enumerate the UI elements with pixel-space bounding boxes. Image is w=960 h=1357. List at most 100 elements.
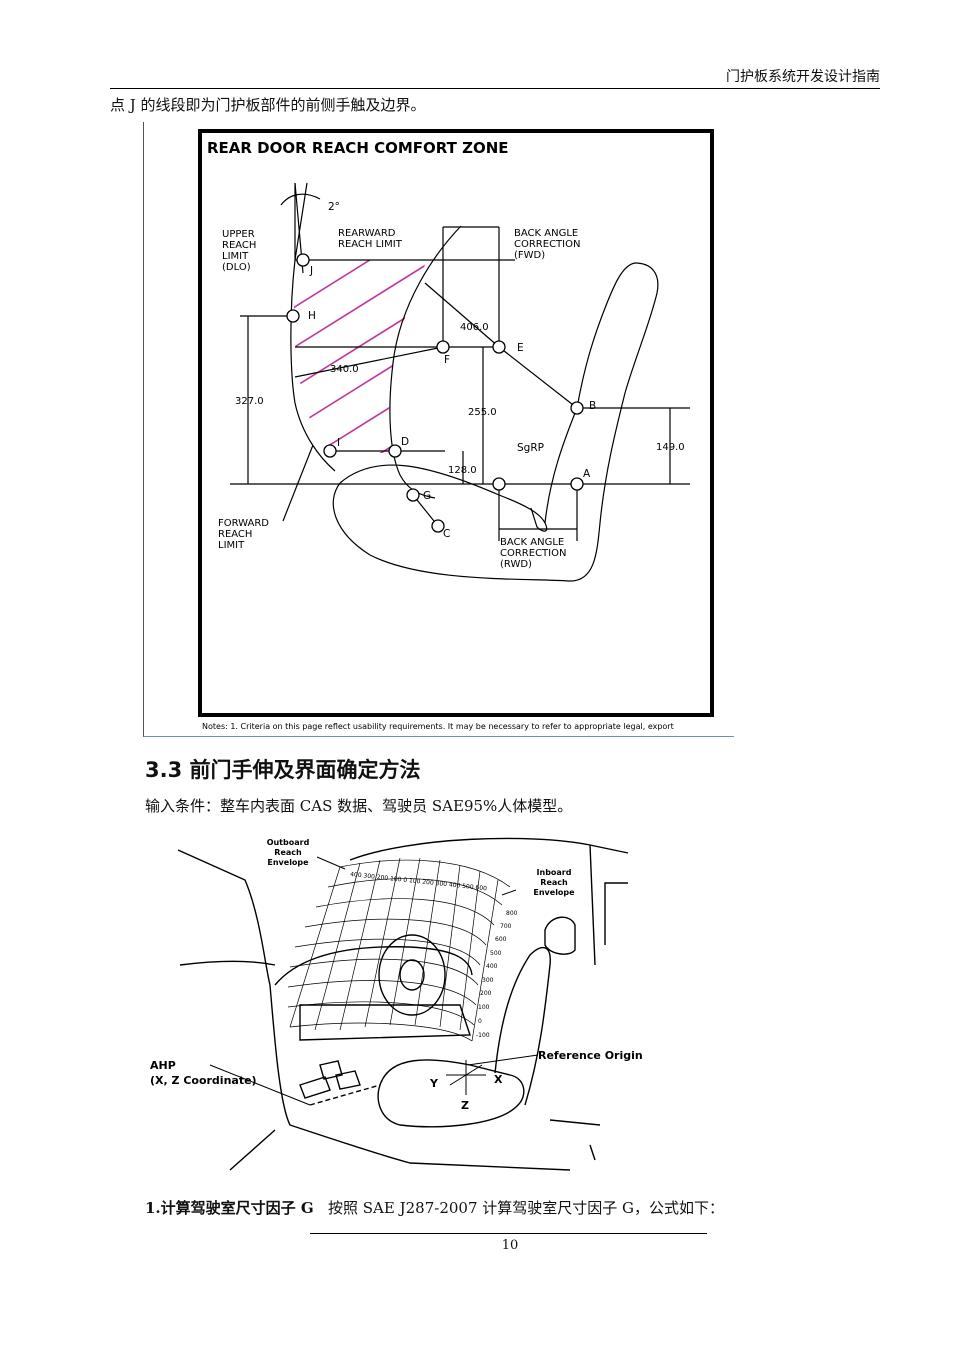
- step1-paragraph: 1.计算驾驶室尺寸因子 G 按照 SAE J287-2007 计算驾驶室尺寸因子…: [145, 1197, 724, 1218]
- svg-text:CORRECTION: CORRECTION: [500, 548, 566, 559]
- e-b-line: [498, 346, 578, 409]
- svg-text:BACK ANGLE: BACK ANGLE: [514, 228, 578, 239]
- svg-text:REACH: REACH: [222, 240, 256, 251]
- steering-wheel: [378, 934, 446, 1016]
- header-rule: [110, 88, 880, 89]
- point-h: [286, 309, 300, 323]
- rearward-reach-label: REARWARD REACH LIMIT: [338, 228, 403, 250]
- svg-text:400: 400: [486, 963, 498, 970]
- svg-text:Outboard: Outboard: [267, 838, 310, 847]
- label-h: H: [308, 310, 316, 322]
- label-f: F: [444, 354, 450, 366]
- svg-text:LIMIT: LIMIT: [218, 540, 245, 551]
- ahp-label: AHP (X, Z Coordinate): [150, 1059, 257, 1087]
- point-d: [388, 444, 402, 458]
- svg-text:Reach: Reach: [540, 878, 568, 887]
- svg-text:200: 200: [480, 990, 492, 997]
- upper-reach-label: UPPER REACH LIMIT (DLO): [222, 229, 256, 273]
- rear-window: [604, 882, 628, 945]
- step1-label: 1.计算驾驶室尺寸因子 G: [145, 1199, 314, 1217]
- dlo-angle-line: [294, 182, 308, 261]
- label-j: J: [309, 265, 313, 277]
- forward-reach-label: FORWARD REACH LIMIT: [218, 518, 269, 551]
- point-c: [431, 519, 445, 533]
- figure1-frame: [143, 122, 734, 737]
- point-b: [570, 401, 584, 415]
- svg-text:CORRECTION: CORRECTION: [514, 239, 580, 250]
- dim-340-line: [294, 346, 444, 378]
- label-c: C: [443, 528, 450, 540]
- input-conditions: 输入条件：整车内表面 CAS 数据、驾驶员 SAE95%人体模型。: [145, 797, 573, 815]
- figure1-title: REAR DOOR REACH COMFORT ZONE: [207, 139, 509, 157]
- svg-text:LIMIT: LIMIT: [222, 251, 249, 262]
- label-b: B: [589, 400, 596, 412]
- svg-text:500: 500: [490, 950, 502, 957]
- svg-text:(DLO): (DLO): [222, 262, 251, 273]
- svg-text:(FWD): (FWD): [514, 250, 545, 261]
- steering-hub: [399, 959, 425, 991]
- label-g: G: [423, 490, 431, 502]
- vertical-scale: 800 700 600 500 400 300 200 100 0 -100: [476, 910, 518, 1039]
- inboard-leader: [501, 889, 517, 896]
- svg-text:0: 0: [478, 1018, 482, 1025]
- label-d: D: [401, 436, 409, 448]
- svg-text:600: 600: [495, 936, 507, 943]
- point-sgrp: [492, 477, 506, 491]
- point-g: [406, 488, 420, 502]
- dim-340: 340.0: [330, 364, 359, 375]
- svg-text:Envelope: Envelope: [533, 888, 575, 897]
- seat-back: [494, 946, 551, 1106]
- svg-text:Envelope: Envelope: [267, 858, 309, 867]
- svg-text:800: 800: [506, 910, 518, 917]
- back-angle-rwd-label: BACK ANGLE CORRECTION (RWD): [500, 537, 566, 570]
- y-axis: [449, 1064, 483, 1086]
- svg-text:Inboard: Inboard: [537, 868, 572, 877]
- dim-149: 149.0: [656, 442, 685, 453]
- axis-x-label: X: [494, 1073, 503, 1086]
- inboard-label: Inboard Reach Envelope: [533, 868, 575, 897]
- seat-cushion: [377, 1059, 525, 1128]
- label-sgrp: SgRP: [517, 442, 544, 454]
- seat-base: [549, 1119, 601, 1161]
- seat-outline: [332, 262, 659, 582]
- axis-y-label: Y: [429, 1077, 439, 1090]
- point-i: [323, 444, 337, 458]
- instrument-panel: [299, 1004, 471, 1041]
- point-j: [296, 253, 310, 267]
- svg-text:UPPER: UPPER: [222, 229, 255, 240]
- rearward-reach-curve: [389, 225, 462, 499]
- svg-text:Reach: Reach: [274, 848, 302, 857]
- ahp-leader: [209, 1064, 311, 1106]
- svg-text:(X, Z Coordinate): (X, Z Coordinate): [150, 1074, 257, 1087]
- forward-reach-curve: [290, 183, 336, 472]
- roof-line: [349, 837, 629, 861]
- arc-scale: 400 300 200 100 0 100 200 300 400 500 60…: [350, 871, 488, 892]
- figure1-reach-comfort-zone: REAR DOOR REACH COMFORT ZONE: [198, 129, 714, 731]
- a-pillar-left: [177, 849, 271, 986]
- outboard-label: Outboard Reach Envelope: [267, 838, 310, 867]
- reference-origin-label: Reference Origin: [538, 1049, 643, 1062]
- dim-255: 255.0: [468, 407, 497, 418]
- svg-text:FORWARD: FORWARD: [218, 518, 269, 529]
- intro-text: 点 J 的线段即为门护板部件的前侧手触及边界。: [110, 96, 426, 114]
- ahp-line: [309, 1084, 381, 1106]
- running-header: 门护板系统开发设计指南: [726, 69, 880, 85]
- svg-text:300: 300: [482, 977, 494, 984]
- figure2-reach-envelope: Outboard Reach Envelope Inboard Reach En…: [150, 837, 643, 1171]
- window-sill: [179, 960, 276, 966]
- sill-line: [229, 1129, 276, 1171]
- label-i: I: [337, 437, 340, 449]
- svg-text:AHP: AHP: [150, 1059, 176, 1072]
- dim-406: 406.0: [460, 322, 489, 333]
- figure1-border: [198, 129, 714, 717]
- label-a: A: [583, 468, 591, 480]
- svg-text:-100: -100: [476, 1032, 490, 1039]
- svg-text:REARWARD: REARWARD: [338, 228, 396, 239]
- svg-text:REACH LIMIT: REACH LIMIT: [338, 239, 403, 250]
- axis-z-label: Z: [461, 1099, 469, 1112]
- angle-label: 2°: [328, 201, 340, 213]
- svg-text:100: 100: [478, 1004, 490, 1011]
- point-a: [570, 477, 584, 491]
- seat-cushion-top: [339, 464, 548, 532]
- svg-text:700: 700: [500, 923, 512, 930]
